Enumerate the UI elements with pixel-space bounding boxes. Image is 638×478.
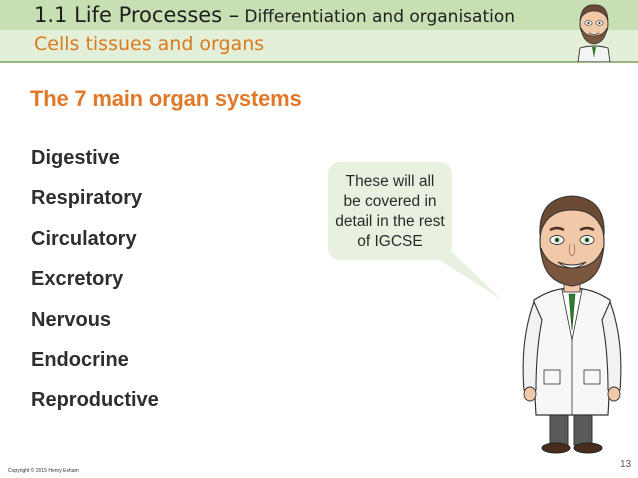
slide-title: 1.1 Life Processes – Differentiation and…	[34, 3, 515, 27]
teacher-character-illustration	[522, 195, 622, 454]
list-item: Excretory	[31, 268, 124, 291]
slide-subtitle: Cells tissues and organs	[34, 33, 265, 55]
title-prefix: 1.1 Life Processes –	[34, 3, 240, 27]
list-item: Circulatory	[31, 227, 137, 250]
list-item: Endocrine	[31, 348, 129, 371]
bubble-line: of IGCSE	[357, 233, 423, 250]
header-band-bottom	[0, 30, 638, 62]
copyright-notice: Copyright © 2015 Henry Exham	[8, 468, 79, 474]
header-band-top	[0, 0, 638, 30]
speech-bubble	[328, 162, 452, 260]
header-divider	[0, 61, 638, 63]
section-heading: The 7 main organ systems	[30, 86, 302, 111]
title-suffix: Differentiation and organisation	[244, 7, 516, 27]
bubble-line: be covered in	[343, 193, 437, 210]
list-item: Respiratory	[31, 187, 143, 210]
list-item: Reproductive	[31, 389, 159, 412]
page-number: 13	[620, 459, 632, 470]
teacher-avatar-icon	[577, 4, 611, 62]
bubble-line: These will all	[345, 173, 435, 190]
bubble-line: detail in the rest	[335, 213, 445, 230]
organ-systems-list: Digestive Respiratory Circulatory Excret…	[31, 144, 159, 427]
list-item: Digestive	[31, 147, 120, 169]
speech-bubble-text: These will all be covered in detail in t…	[328, 172, 452, 252]
list-item: Nervous	[31, 308, 112, 331]
